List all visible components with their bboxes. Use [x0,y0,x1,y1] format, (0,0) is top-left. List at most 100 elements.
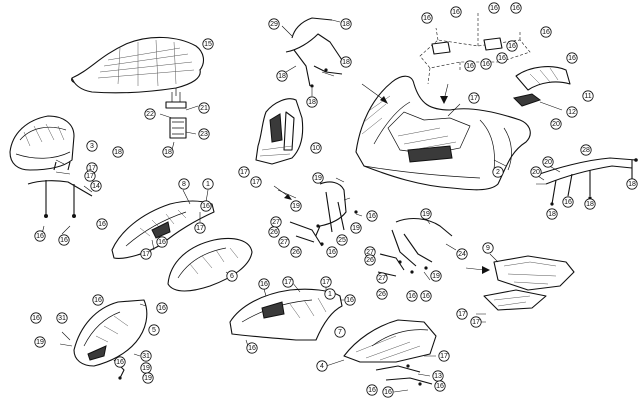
callout-number: 28 [582,147,590,154]
callout-number: 18 [278,73,286,80]
part-callout: 19 [140,362,152,374]
callout-number: 14 [92,183,100,190]
part-callout: 16 [34,230,46,242]
part-callout: 16 [30,312,42,324]
callout-circle [162,146,174,158]
callout-number: 26 [366,257,374,264]
callout-number: 16 [346,297,354,304]
callout-number: 19 [144,375,152,382]
callout-number: 27 [366,249,374,256]
callout-number: 16 [328,249,336,256]
callout-number: 31 [58,315,66,322]
callout-circle [30,312,42,324]
callout-number: 29 [270,21,278,28]
part-callout: 18 [546,208,558,220]
callout-number: 15 [204,41,212,48]
part-callout: 4 [316,360,328,372]
callout-number: 18 [308,99,316,106]
callout-number: 16 [368,387,376,394]
callout-circle [290,200,302,212]
callout-circle [566,52,578,64]
callout-number: 19 [142,365,150,372]
callout-number: 26 [270,229,278,236]
callout-number: 16 [568,55,576,62]
part-callout: 1 [324,288,336,300]
callout-circle [202,178,214,190]
callout-number: 16 [116,359,124,366]
callout-circle [258,278,270,290]
part-callout: 20 [542,156,554,168]
callout-number: 27 [280,239,288,246]
callout-number: 17 [440,353,448,360]
callout-circle [434,380,446,392]
callout-circle [114,356,126,368]
part-callout: 26 [290,246,302,258]
callout-circle [470,316,482,328]
callout-number: 16 [508,43,516,50]
callout-number: 20 [532,169,540,176]
part-callout: 31 [140,350,152,362]
part-callout: 15 [202,38,214,50]
front-cover [255,98,304,165]
callout-circle [198,128,210,140]
part-callout: 16 [58,234,70,246]
callout-number: 16 [490,5,498,12]
callout-circle [366,210,378,222]
callout-number: 8 [182,181,186,188]
part-callout: 17 [84,170,96,182]
callout-circle [366,384,378,396]
part-callout: 18 [584,198,596,210]
callout-circle [316,360,328,372]
callout-circle [198,102,210,114]
callout-circle [112,146,124,158]
callout-number: 16 [368,213,376,220]
part-callout: 16 [510,2,522,14]
callout-circle [148,324,160,336]
part-callout: 17 [282,276,294,288]
part-callout: 16 [496,52,508,64]
callout-circle [282,276,294,288]
callout-circle [96,218,108,230]
callout-number: 16 [94,297,102,304]
callout-circle [530,166,542,178]
front-rack-frame-lower [27,159,93,235]
part-callout: 22 [144,108,156,120]
rear-rack-frame [533,157,638,206]
part-callout: 20 [550,118,562,130]
callout-circle [468,92,480,104]
callout-number: 17 [458,311,466,318]
callout-number: 16 [260,281,268,288]
callout-number: 16 [512,5,520,12]
callout-circle [238,166,250,178]
part-callout: 16 [434,380,446,392]
callout-circle [276,70,288,82]
callout-circle [326,246,338,258]
part-callout: 16 [406,290,418,302]
callout-number: 19 [314,175,322,182]
callout-circle [626,178,638,190]
callout-number: 20 [544,159,552,166]
callout-number: 18 [342,59,350,66]
callout-number: 18 [586,201,594,208]
callout-number: 16 [542,29,550,36]
part-callout: 19 [350,222,362,234]
part-callout: 26 [364,254,376,266]
callout-circle [194,222,206,234]
callout-number: 27 [272,219,280,226]
callout-circle [320,276,332,288]
part-callout: 26 [268,226,280,238]
callout-number: 19 [432,273,440,280]
callout-number: 4 [320,363,324,370]
callout-number: 11 [584,93,591,100]
callout-circle [200,200,212,212]
callout-circle [584,198,596,210]
callout-number: 17 [252,179,260,186]
callout-circle [334,326,346,338]
part-callout: 26 [376,288,388,300]
callout-number: 16 [408,293,416,300]
callout-number: 31 [142,353,150,360]
callout-number: 19 [352,225,360,232]
part-callout: 18 [626,178,638,190]
callout-number: 16 [158,239,166,246]
